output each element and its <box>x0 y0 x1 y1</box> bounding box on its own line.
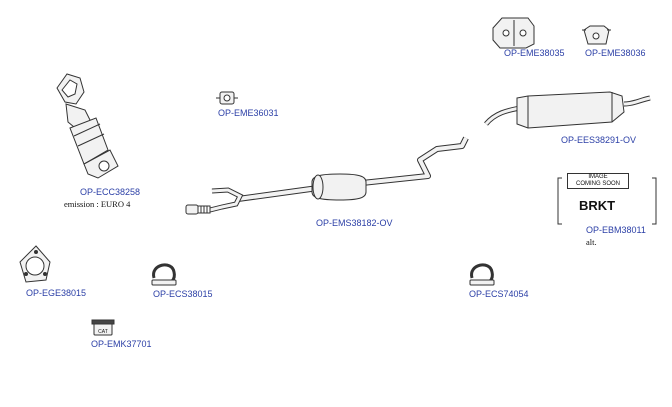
mount-38036-code-link[interactable]: OP-EME38036 <box>585 48 646 58</box>
rear-silencer-part[interactable] <box>484 91 651 129</box>
middle-pipe-part[interactable] <box>185 136 469 215</box>
clamp-38015-code-link[interactable]: OP-ECS38015 <box>153 289 213 299</box>
mount-38035-part[interactable] <box>492 17 535 49</box>
bracket-image-box <box>557 177 657 225</box>
mount-38035-code-link[interactable]: OP-EME38035 <box>504 48 565 58</box>
gasket-part[interactable] <box>19 245 51 283</box>
gasket-code-link[interactable]: OP-EGE38015 <box>26 288 87 298</box>
fitting-kit-icon-text: CAT <box>98 329 108 335</box>
bracket-text: BRKT <box>579 198 616 213</box>
image-tag-line1: IMAGE <box>588 174 608 180</box>
mount-38036-part[interactable] <box>582 25 611 45</box>
catalyst-part[interactable] <box>56 73 119 179</box>
clamp-38015-part[interactable] <box>151 263 177 286</box>
image-coming-soon-tag: IMAGE COMING SOON <box>567 173 629 189</box>
bracket-code-link[interactable]: OP-EBM38011 <box>586 225 646 235</box>
middle-pipe-code-link[interactable]: OP-EMS38182-OV <box>316 218 393 228</box>
catalyst-emission-note: emission : EURO 4 <box>64 199 131 209</box>
mount-36031-part[interactable] <box>216 91 238 105</box>
bracket-alt-note: alt. <box>586 237 597 247</box>
fitting-kit-part[interactable] <box>91 319 115 336</box>
fitting-kit-code-link[interactable]: OP-EMK37701 <box>91 339 152 349</box>
mount-36031-code-link[interactable]: OP-EME36031 <box>218 108 279 118</box>
clamp-74054-code-link[interactable]: OP-ECS74054 <box>469 289 529 299</box>
catalyst-code-link[interactable]: OP-ECC38258 <box>80 187 141 197</box>
clamp-74054-part[interactable] <box>469 263 495 286</box>
rear-silencer-code-link[interactable]: OP-EES38291-OV <box>561 135 637 145</box>
image-tag-line2: COMING SOON <box>575 181 620 187</box>
